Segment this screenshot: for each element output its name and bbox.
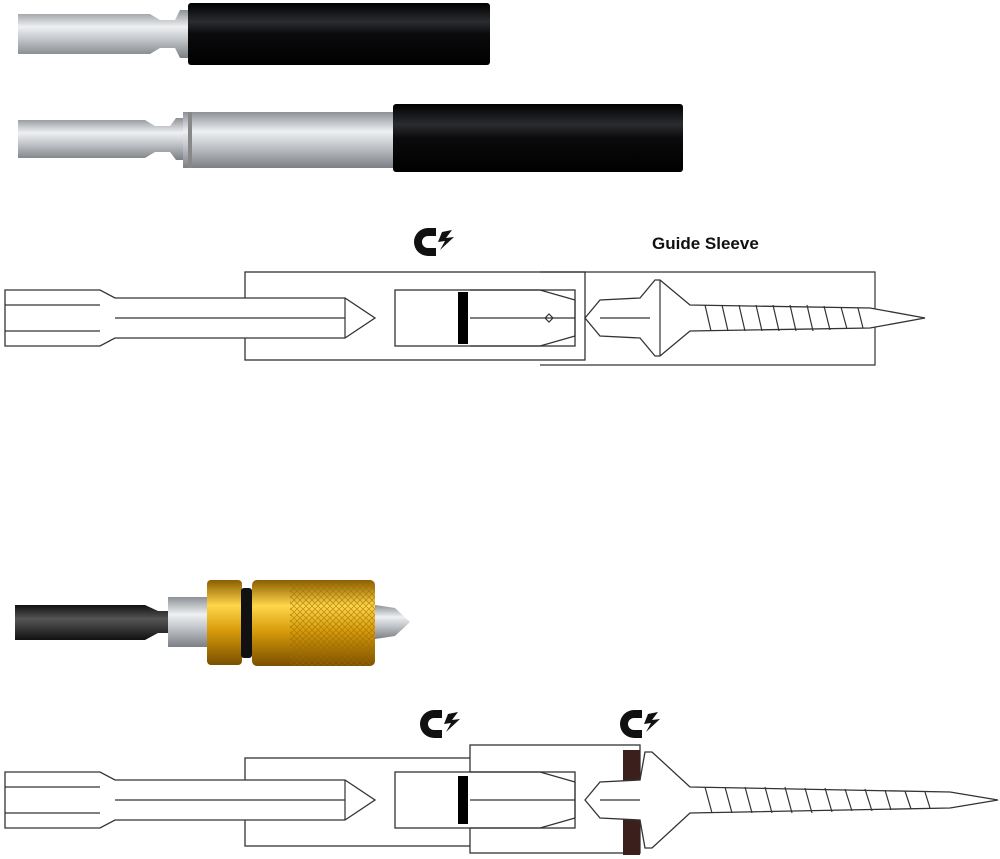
screw-outline	[584, 751, 999, 849]
screw-outline	[584, 279, 926, 357]
bit-holder-short	[18, 3, 490, 65]
black-sleeve	[188, 3, 490, 65]
gold-collar	[207, 580, 242, 665]
hex-shank	[15, 605, 170, 640]
bit-holder-long	[18, 104, 683, 172]
magnet-icon	[414, 228, 454, 256]
guide-sleeve-label: Guide Sleeve	[652, 234, 759, 253]
steel-collar	[183, 112, 395, 168]
magnet-icon	[620, 710, 660, 738]
o-ring	[241, 588, 252, 658]
black-sleeve	[393, 104, 683, 172]
diagram-guide-sleeve: Guide Sleeve	[4, 228, 926, 366]
magnet-insert	[458, 776, 468, 824]
diagram-magnetic-ring	[4, 710, 999, 855]
magnet-icon	[420, 710, 460, 738]
hex-shank	[18, 118, 183, 160]
hex-shank	[18, 10, 188, 58]
phillips-tip	[375, 605, 410, 639]
magnet-insert	[458, 292, 468, 344]
steel-collar	[168, 597, 208, 647]
bit-holder-gold	[15, 580, 410, 666]
